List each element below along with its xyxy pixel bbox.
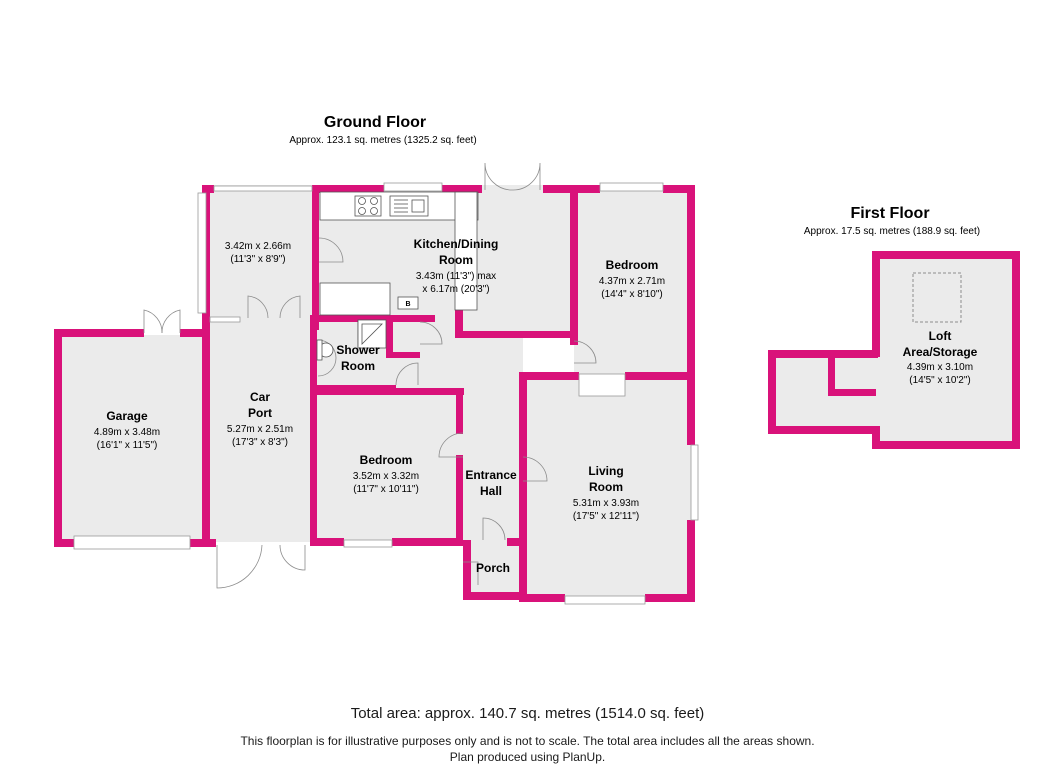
- room-hall-name-1: Entrance: [465, 468, 517, 482]
- room-garage-dimension-ft: (16'1" x 11'5"): [97, 440, 158, 451]
- room-porch: Porch: [476, 561, 510, 575]
- room-living-name-2: Room: [589, 480, 623, 494]
- room-bedroom-rear-name: Bedroom: [606, 258, 659, 272]
- room-shower-name-1: Shower: [336, 343, 380, 357]
- room-carport-name-1: Car: [250, 390, 270, 404]
- room-shower: Shower Room B: [336, 301, 410, 373]
- plan-credit: Plan produced using PlanUp.: [449, 750, 606, 764]
- room-living: Living Room 5.31m x 3.93m (17'5" x 12'11…: [573, 464, 639, 522]
- room-bedroom-rear-dimension-ft: (14'4" x 8'10"): [601, 289, 663, 300]
- room-garage-dimension-m: 4.89m x 3.48m: [94, 427, 160, 438]
- first-floor-title: First Floor: [850, 205, 929, 222]
- room-carport: Car Port 5.27m x 2.51m (17'3" x 8'3"): [227, 390, 293, 448]
- room-kitchen-name-1: Kitchen/Dining: [414, 237, 499, 251]
- room-hall: Entrance Hall: [465, 468, 517, 498]
- ground-floor-title: Ground Floor: [324, 114, 426, 131]
- first-floor-plan: [768, 251, 1020, 449]
- boiler-label: B: [405, 301, 410, 308]
- room-hall-name-2: Hall: [480, 484, 502, 498]
- room-living-dimension-m: 5.31m x 3.93m: [573, 498, 639, 509]
- total-area: Total area: approx. 140.7 sq. metres (15…: [350, 705, 705, 722]
- ground-floor-doors: [143, 162, 597, 589]
- room-loft-name-2: Area/Storage: [903, 345, 978, 359]
- room-loft-dimension-m: 4.39m x 3.10m: [907, 362, 973, 373]
- room-bedroom-rear-dimension-m: 4.37m x 2.71m: [599, 276, 665, 287]
- room-carport-dimension-m: 5.27m x 2.51m: [227, 424, 293, 435]
- room-loft: Loft Area/Storage 4.39m x 3.10m (14'5" x…: [903, 329, 978, 386]
- room-bedroom-front-dimension-m: 3.52m x 3.32m: [353, 471, 419, 482]
- room-utility-dimension-m: 3.42m x 2.66m: [225, 241, 291, 252]
- room-kitchen: Kitchen/Dining Room 3.43m (11'3") max x …: [414, 237, 499, 295]
- room-loft-dimension-ft: (14'5" x 10'2"): [909, 375, 971, 386]
- room-bedroom-front-dimension-ft: (11'7" x 10'11"): [353, 484, 419, 495]
- room-kitchen-dimension-ft: x 6.17m (20'3"): [422, 284, 489, 295]
- room-bedroom-front: Bedroom 3.52m x 3.32m (11'7" x 10'11"): [353, 453, 419, 495]
- ground-floor-windows: [73, 182, 699, 605]
- room-carport-dimension-ft: (17'3" x 8'3"): [232, 437, 288, 448]
- room-shower-name-2: Room: [341, 359, 375, 373]
- room-carport-name-2: Port: [248, 406, 272, 420]
- room-garage: Garage 4.89m x 3.48m (16'1" x 11'5"): [94, 409, 160, 451]
- room-bedroom-front-name: Bedroom: [360, 453, 413, 467]
- ground-floor-fills: [60, 185, 692, 598]
- room-kitchen-name-2: Room: [439, 253, 473, 267]
- room-garage-name: Garage: [106, 409, 148, 423]
- room-living-dimension-ft: (17'5" x 12'11"): [573, 511, 639, 522]
- kitchen-fixtures: [316, 191, 479, 361]
- room-porch-name: Porch: [476, 561, 510, 575]
- room-bedroom-rear: Bedroom 4.37m x 2.71m (14'4" x 8'10"): [599, 258, 665, 300]
- room-living-name-1: Living: [588, 464, 623, 478]
- disclaimer: This floorplan is for illustrative purpo…: [240, 734, 815, 748]
- first-floor-area: Approx. 17.5 sq. metres (188.9 sq. feet): [804, 226, 980, 237]
- ground-floor-walls: [54, 185, 695, 602]
- room-kitchen-dimension-m: 3.43m (11'3") max: [416, 271, 496, 282]
- room-utility: 3.42m x 2.66m (11'3" x 8'9"): [225, 241, 291, 265]
- room-utility-dimension-ft: (11'3" x 8'9"): [230, 254, 285, 265]
- ground-floor-area: Approx. 123.1 sq. metres (1325.2 sq. fee…: [289, 135, 476, 146]
- room-loft-name-1: Loft: [929, 329, 952, 343]
